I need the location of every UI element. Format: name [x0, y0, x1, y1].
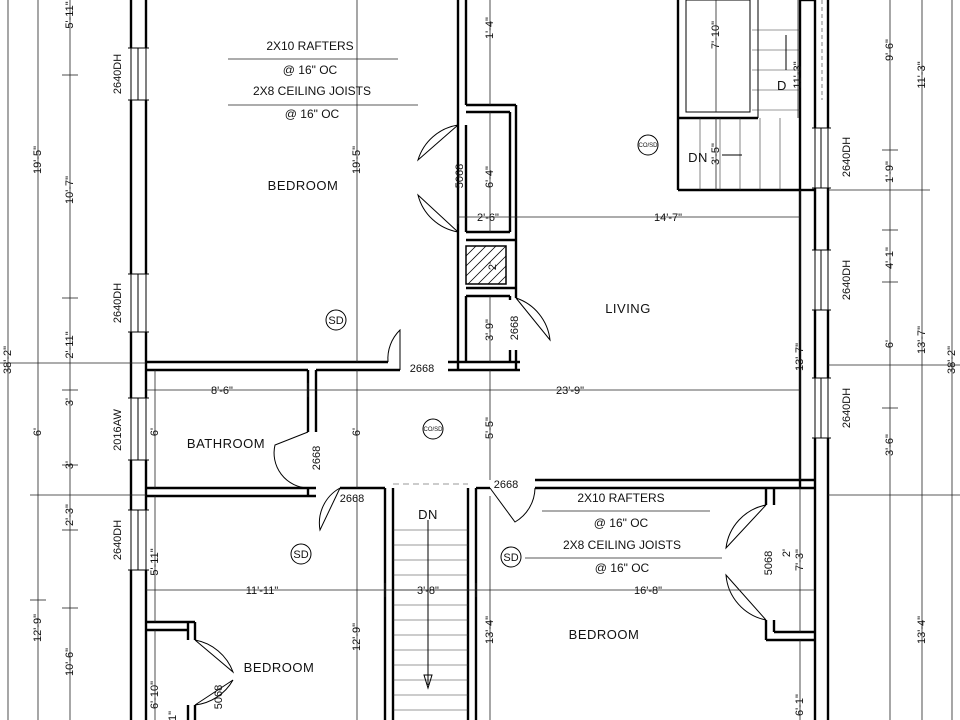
note-joists-top: 2X8 CEILING JOISTS — [253, 84, 371, 98]
dim-inner-1: 1" — [167, 711, 179, 720]
dim-left-10-7: 10'-7" — [64, 176, 76, 204]
dim-inner-5-11: 5'-11" — [149, 548, 161, 575]
door-tag-closet-right: 5068 — [763, 551, 775, 575]
room-labels: BEDROOM LIVING BATHROOM BEDROOM BEDROOM — [187, 178, 651, 675]
window-tag-left-3: 2016AW — [112, 408, 124, 450]
stair-labels: DN DN D — [418, 35, 787, 522]
dim-horiz-11-11: 11'-11" — [246, 585, 279, 597]
dim-mid-12-9: 12'-9" — [351, 623, 363, 651]
dim-right-far: 38'-2" — [946, 346, 958, 374]
room-bathroom: BATHROOM — [187, 436, 265, 451]
note-joists-right-spacing: @ 16" OC — [595, 561, 650, 575]
smoke-detector-3: SD — [503, 552, 518, 564]
detector-symbols: SD SD SD CO/SD CO/SD — [290, 134, 659, 568]
dim-mid-6: 6' — [351, 428, 363, 436]
exterior-walls — [128, 0, 831, 720]
dim-outer-13-7: 13'-7" — [916, 326, 928, 354]
dim-mid-19-5: 19'-5" — [351, 146, 363, 174]
window-tag-left-2: 2640DH — [112, 283, 124, 323]
dim-inner-6: 6' — [149, 428, 161, 436]
window-tag-right-3: 2640DH — [841, 388, 853, 428]
dim-outer-13-4: 13'-4" — [916, 616, 928, 644]
window-tag-right-2: 2640DH — [841, 260, 853, 300]
window-tag-left-1: 2640DH — [112, 54, 124, 94]
smoke-detector-1: SD — [328, 315, 343, 327]
stair-down-center: DN — [418, 507, 438, 522]
note-rafters-top: 2X10 RAFTERS — [266, 39, 353, 53]
dim-right-13-7: 13'-7" — [794, 343, 806, 371]
dim-horiz-8-6: 8'-6" — [211, 385, 233, 397]
dim-stair-3-5: 3'-5" — [710, 143, 722, 165]
note-joists-top-spacing: @ 16" OC — [285, 107, 340, 121]
door-tag-bedroom-top: 2668 — [410, 363, 434, 375]
dim-horiz-14-7: 14'-7" — [654, 212, 682, 224]
door-swings — [194, 124, 767, 706]
dim-left-6: 6' — [32, 428, 44, 436]
structure-notes: 2X10 RAFTERS @ 16" OC 2X8 CEILING JOISTS… — [253, 39, 681, 575]
dim-left-19-5: 19'-5" — [32, 146, 44, 174]
note-joists-right: 2X8 CEILING JOISTS — [563, 538, 681, 552]
dim-outer-9-6: 9'-6" — [884, 39, 896, 61]
dim-left-3a: 3' — [64, 398, 76, 406]
dim-outer-11-3: 11'-3" — [916, 61, 928, 88]
room-bedroom-right: BEDROOM — [569, 627, 640, 642]
dim-left-2-11: 2'-11" — [64, 331, 76, 358]
dim-closet-1-4: 1'-4" — [484, 17, 496, 39]
dim-outer-4-1: 4'-1" — [884, 247, 896, 269]
dim-closet-3-9: 3'-9" — [484, 319, 496, 341]
dim-closet-2: 2' — [487, 262, 499, 270]
dim-closet-6-4: 6'-4" — [484, 166, 496, 188]
stair-d-top: D — [777, 78, 787, 93]
dim-inner-6-10: 6'-10" — [149, 681, 161, 709]
door-tag-hall: 2668 — [340, 493, 364, 505]
dim-center-5-5: 5'-5" — [484, 417, 496, 439]
interior-walls — [146, 0, 815, 720]
dim-outer-1-9: 1'-9" — [884, 161, 896, 183]
door-tag-closet-top: 5068 — [454, 164, 466, 188]
window-tag-right-1: 2640DH — [841, 137, 853, 177]
window-tag-left-4: 2640DH — [112, 520, 124, 560]
dim-right-6-1: 6'-1" — [794, 694, 806, 716]
dim-outer-6: 6' — [884, 340, 896, 348]
dim-left-2-3: 2'-3" — [64, 504, 76, 526]
co-smoke-detector-2: CO/SD — [423, 427, 443, 433]
note-rafters-top-spacing: @ 16" OC — [283, 63, 338, 77]
door-tag-closet-mid: 2668 — [509, 316, 521, 340]
dim-left-3b: 3' — [64, 461, 76, 469]
window-tags: 2640DH 2640DH 2016AW 2640DH 2640DH 2640D… — [112, 54, 853, 560]
dim-outer-3-6: 3'-6" — [884, 434, 896, 456]
dim-stair-7-10: 7'-10" — [710, 21, 722, 49]
stair-down-top: DN — [688, 150, 708, 165]
dim-horiz-3-8: 3'-8" — [417, 585, 439, 597]
room-bedroom-top: BEDROOM — [268, 178, 339, 193]
dim-closet-2-6: 2'-6" — [477, 212, 499, 224]
dim-left-12-9: 12'-9" — [32, 614, 44, 642]
dim-left-10-6: 10'-6" — [64, 648, 76, 676]
dim-left-5-11: 5'-11" — [64, 1, 76, 28]
smoke-detector-2: SD — [293, 549, 308, 561]
dim-horiz-16-8: 16'-8" — [634, 585, 662, 597]
note-rafters-right-spacing: @ 16" OC — [594, 516, 649, 530]
dim-horiz-23-9: 23'-9" — [556, 385, 584, 397]
co-smoke-detector-1: CO/SD — [638, 143, 658, 149]
room-bedroom-left: BEDROOM — [244, 660, 315, 675]
dim-stair-11-3: 11'-3" — [792, 61, 804, 88]
dim-right-7-3: 7'-3" — [794, 549, 806, 571]
door-tag-closet-left: 5068 — [213, 685, 225, 709]
door-tags: 5068 2668 2668 2668 2668 2668 5068 5068 — [213, 164, 775, 709]
note-rafters-right: 2X10 RAFTERS — [577, 491, 664, 505]
room-living: LIVING — [605, 301, 651, 316]
dim-center-13-4: 13'-4" — [484, 616, 496, 644]
dim-right-2: 2' — [781, 549, 793, 557]
dim-left-far: 38'-2" — [2, 346, 14, 374]
door-tag-bath: 2668 — [311, 446, 323, 470]
door-tag-bedroom-right: 2668 — [494, 479, 518, 491]
